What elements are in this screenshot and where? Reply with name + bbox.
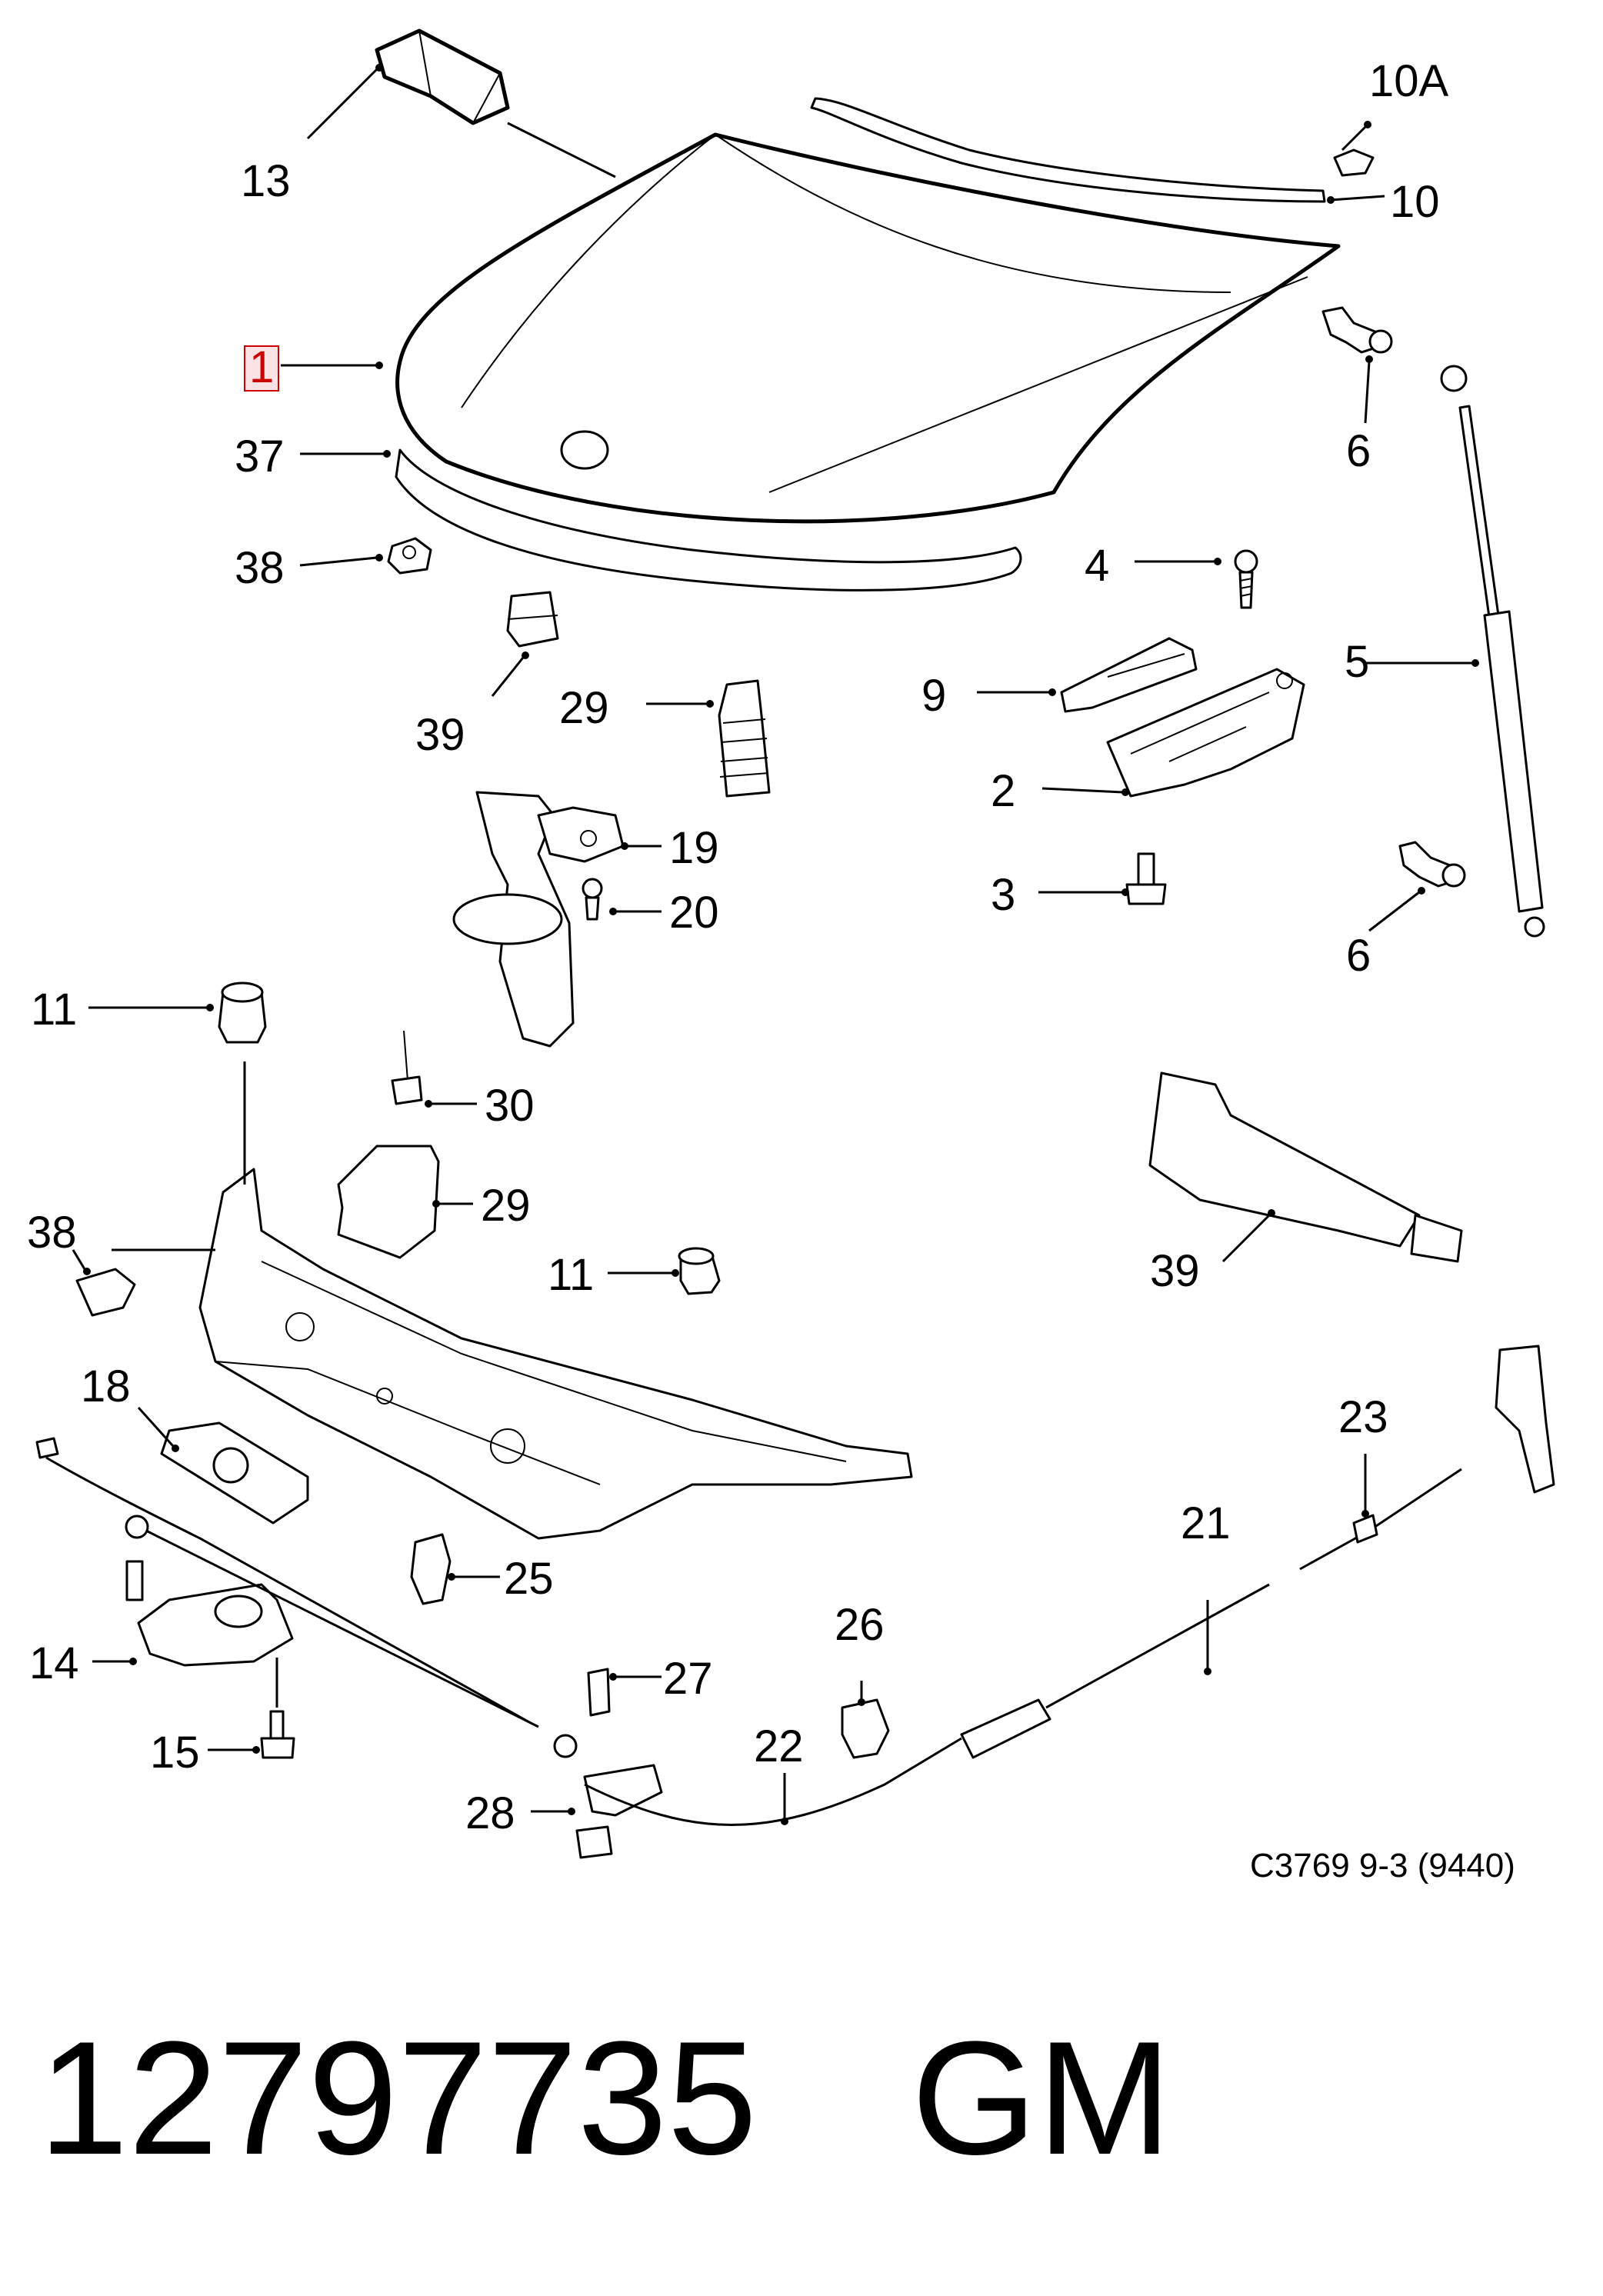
release-cable (45, 1345, 1555, 1826)
callout-29: 29 (481, 1181, 531, 1231)
small-spring-left (125, 1560, 144, 1601)
diagram-reference: C3769 9-3 (9440) (1250, 1847, 1515, 1884)
part-6-ball-stud-lower (1398, 841, 1466, 888)
part-2-hinge (1106, 668, 1305, 798)
callout-11: 11 (548, 1250, 594, 1300)
part-12-stop (218, 981, 267, 1044)
part-number: 12797735 (38, 2008, 757, 2188)
callout-22: 23 (1338, 1392, 1388, 1442)
callout-35: 37 (235, 432, 285, 482)
callout-10: 10 (1390, 177, 1440, 227)
part-6-ball-stud-upper (1321, 306, 1393, 354)
part-38-clip (75, 1268, 136, 1317)
part-26-screw (587, 1668, 611, 1717)
callout-5: 5 (1345, 637, 1369, 687)
callout-39: 39 (1150, 1246, 1200, 1296)
part-30-screw (391, 1030, 423, 1105)
callout-13: 13 (241, 156, 291, 206)
callout-37: 39 (415, 710, 465, 760)
callout-25: 26 (835, 1600, 885, 1650)
callout-4: 4 (1085, 541, 1109, 591)
callout-38: 38 (27, 1208, 77, 1258)
part-13-pad (375, 28, 510, 125)
callout-23: 25 (504, 1554, 554, 1604)
callout-30: 30 (485, 1081, 535, 1131)
callout-6-lower: 6 (1346, 931, 1371, 981)
part-39-grease-tube (1148, 1071, 1463, 1263)
part-25-clip (841, 1698, 890, 1759)
callout-26: 27 (663, 1654, 713, 1704)
part-11-grommet (678, 1247, 721, 1295)
callout-16: 18 (81, 1361, 131, 1411)
part-10-weatherstrip (810, 97, 1326, 203)
callout-28: 29 (559, 683, 609, 733)
leader-dots (83, 64, 1479, 1825)
part-5-gas-strut (1440, 365, 1545, 938)
leader-lines (72, 68, 1473, 1819)
callout-labels: 13 10A 10 1 37 38 39 29 4 9 2 3 5 6 6 19… (27, 56, 1449, 1838)
callout-15: 15 (150, 1728, 200, 1778)
brand-label: GM (911, 2008, 1171, 2188)
part-37-bumper (506, 591, 559, 648)
callout-6-upper: 6 (1346, 426, 1371, 476)
part-1-hood (395, 132, 1341, 524)
callout-10a: 10A (1369, 56, 1449, 106)
callout-9: 9 (921, 671, 946, 721)
part-23-clip (410, 1533, 452, 1605)
part-28-bellows (718, 679, 771, 798)
part-29-bracket (337, 1145, 440, 1259)
callout-19: 20 (669, 888, 719, 938)
part-19-screw (582, 878, 603, 921)
part-4-screw (1234, 549, 1258, 609)
part-16-plate (160, 1421, 309, 1525)
callout-3: 3 (991, 870, 1015, 920)
callout-1: 1 (249, 342, 274, 392)
part-15-bolt (260, 1710, 295, 1759)
callout-1-highlight-box (244, 345, 279, 392)
part-10a-clip (1333, 148, 1375, 177)
callout-18: 19 (669, 823, 719, 873)
small-screw-left (35, 1437, 59, 1459)
callout-2: 2 (991, 766, 1015, 816)
part-3-bolt (1125, 852, 1167, 905)
callout-20: 21 (1181, 1498, 1231, 1548)
part-36-nut (387, 537, 432, 575)
part-14-latch (137, 1583, 294, 1667)
radiator-support-panel (198, 1168, 913, 1540)
callout-12: 11 (31, 985, 77, 1035)
callout-27: 28 (465, 1788, 515, 1838)
callout-36: 38 (235, 543, 285, 593)
part-27-bracket (575, 1764, 663, 1859)
part-18-latch-bracket (452, 791, 625, 1048)
part-9-bracket (1060, 637, 1198, 713)
part-35-seal (395, 448, 1022, 591)
callout-14: 14 (29, 1638, 79, 1688)
callout-21: 22 (754, 1721, 804, 1771)
